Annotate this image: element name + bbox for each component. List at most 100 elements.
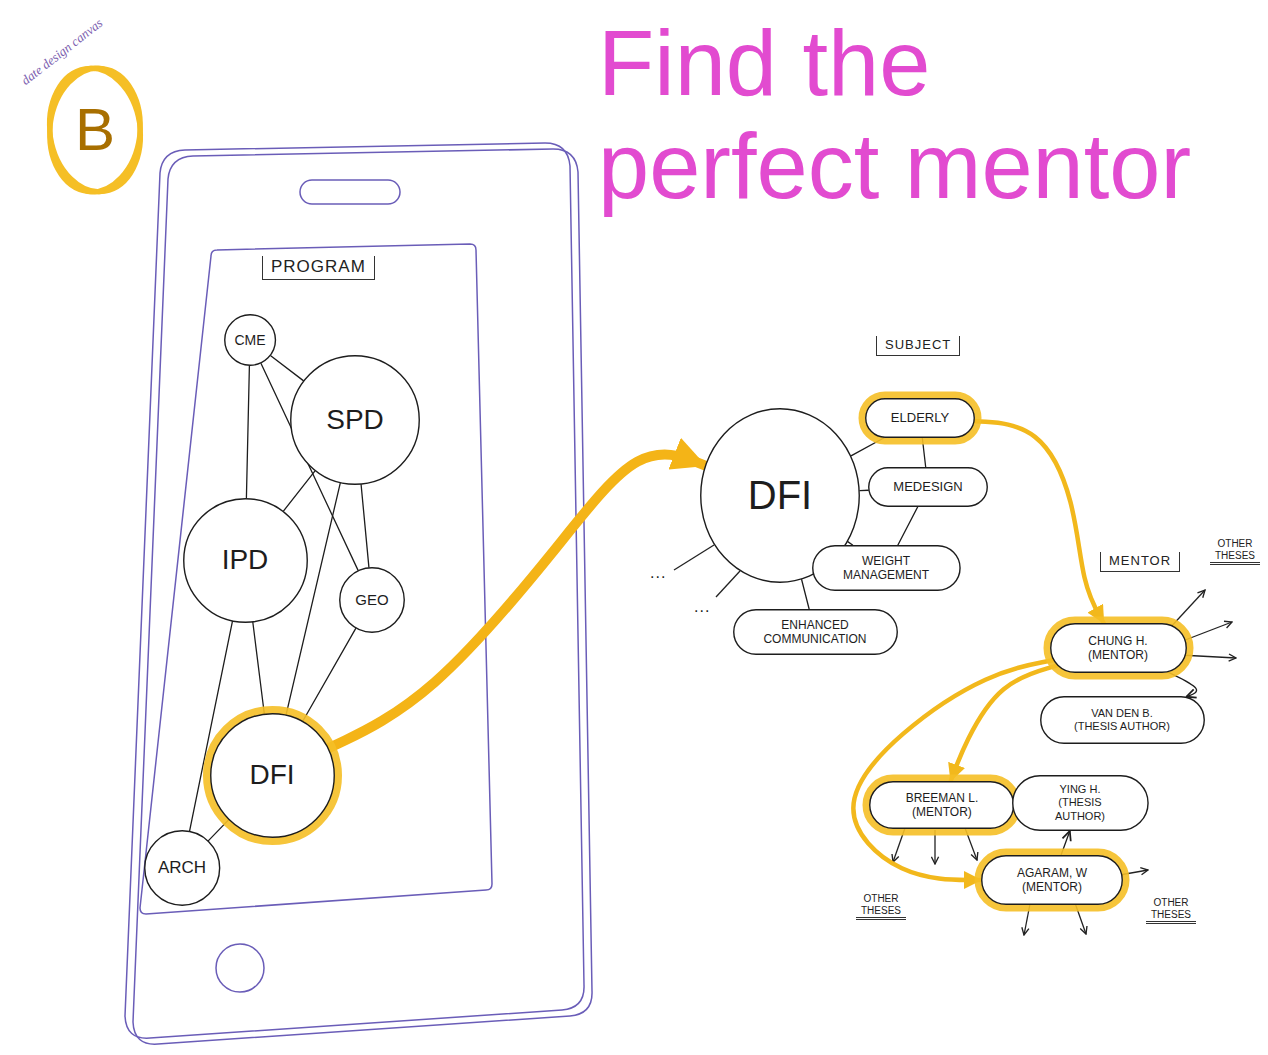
branch-line xyxy=(716,571,740,597)
node-label: YING H. (THESIS AUTHOR) xyxy=(1040,783,1120,823)
node-text: CME xyxy=(234,332,265,349)
program-circle: IPD xyxy=(183,498,308,623)
node-text: SPD xyxy=(326,403,384,437)
subject-pill: MEDESIGN xyxy=(868,467,988,507)
node-text: BREEMAN L. (MENTOR) xyxy=(894,791,989,820)
node-label: ARCH xyxy=(158,858,206,878)
program-circle: GEO xyxy=(339,567,405,633)
pill-outline xyxy=(1040,697,1204,744)
pill-outline xyxy=(1050,624,1186,673)
node-label: DFI xyxy=(249,758,294,792)
branch-line xyxy=(674,545,714,570)
highlight-ring xyxy=(1047,620,1190,676)
theses-note: OTHER THESES xyxy=(1210,538,1260,565)
section-label: SUBJECT xyxy=(876,336,960,356)
subject-pill: WEIGHT MANAGEMENT xyxy=(812,545,961,591)
subject-pill: ENHANCED COMMUNICATION xyxy=(733,609,898,655)
pill-outline xyxy=(733,610,897,655)
highlight-arrow xyxy=(328,455,704,749)
circle-outline xyxy=(225,315,276,366)
mentor-pill: CHUNG H. (MENTOR) xyxy=(1050,623,1187,673)
pill-outline xyxy=(1012,776,1147,831)
highlight-ring xyxy=(862,395,978,441)
section-label: PROGRAM xyxy=(262,256,375,280)
ellipsis-mark: ... xyxy=(650,563,666,582)
node-text: IPD xyxy=(222,543,269,577)
node-text: GEO xyxy=(355,591,388,609)
canvas-badge: B xyxy=(47,65,143,195)
connector xyxy=(253,622,264,713)
connector xyxy=(286,483,340,714)
ellipsis-mark: ... xyxy=(694,597,710,616)
connector xyxy=(271,356,304,381)
node-label: IPD xyxy=(222,543,269,577)
connector xyxy=(898,507,918,545)
program-circle: DFI xyxy=(210,713,335,838)
phone-speaker xyxy=(300,180,400,204)
connector xyxy=(361,485,369,567)
node-label: WEIGHT MANAGEMENT xyxy=(836,554,936,583)
circle-outline xyxy=(340,568,405,633)
node-text: ENHANCED COMMUNICATION xyxy=(758,618,873,647)
node-label: GEO xyxy=(355,591,388,609)
author-pill: VAN DEN B. (THESIS AUTHOR) xyxy=(1040,696,1205,744)
node-label: ELDERLY xyxy=(891,410,949,426)
phone-screen xyxy=(140,244,492,914)
circle-outline xyxy=(183,498,307,622)
theses-note: OTHER THESES xyxy=(1146,897,1196,924)
theses-note: OTHER THESES xyxy=(856,893,906,920)
pill-outline xyxy=(870,782,1014,829)
highlight-ring xyxy=(978,852,1126,908)
mentor-pill: AGARAM, W (MENTOR) xyxy=(981,855,1123,905)
page-title: Find the perfect mentor xyxy=(598,12,1223,218)
node-text: ARCH xyxy=(158,858,206,878)
scribble-ring xyxy=(41,62,149,199)
node-label: CME xyxy=(234,332,265,349)
connector xyxy=(246,366,249,498)
node-text: DFI xyxy=(748,471,812,519)
node-label: BREEMAN L. (MENTOR) xyxy=(894,791,989,820)
circle-outline xyxy=(210,713,334,837)
program-circle: SPD xyxy=(290,355,420,485)
circle-outline xyxy=(145,831,220,906)
phone-body-edge xyxy=(133,149,592,1044)
highlight-ring xyxy=(866,778,1017,832)
connector xyxy=(860,490,868,492)
node-label: AGARAM, W (MENTOR) xyxy=(1007,866,1097,895)
node-text: ELDERLY xyxy=(891,410,949,426)
node-label: DFI xyxy=(748,471,812,519)
node-label: B xyxy=(75,100,115,160)
node-text: WEIGHT MANAGEMENT xyxy=(836,554,936,583)
highlight-arrow xyxy=(975,421,1104,623)
pill-outline xyxy=(812,546,959,591)
pill-outline xyxy=(866,399,975,438)
node-text: YING H. (THESIS AUTHOR) xyxy=(1040,783,1120,823)
circle-outline xyxy=(291,356,420,485)
node-text: VAN DEN B. (THESIS AUTHOR) xyxy=(1071,707,1173,733)
node-label: CHUNG H. (MENTOR) xyxy=(1076,634,1161,663)
node-text: AGARAM, W (MENTOR) xyxy=(1007,866,1097,895)
node-label: MEDESIGN xyxy=(893,479,962,495)
pill-outline xyxy=(869,468,988,507)
node-text: DFI xyxy=(249,758,294,792)
program-circle: CME xyxy=(224,314,276,366)
mentor-pill: BREEMAN L. (MENTOR) xyxy=(869,781,1014,829)
program-circle: ARCH xyxy=(144,830,220,906)
pill-outline xyxy=(982,856,1123,905)
connector xyxy=(284,471,315,511)
scribble-ring xyxy=(43,63,147,197)
highlight-arrow xyxy=(853,660,1052,880)
node-text: MEDESIGN xyxy=(893,479,962,495)
connector xyxy=(303,629,356,721)
node-label: VAN DEN B. (THESIS AUTHOR) xyxy=(1071,707,1173,733)
node-text: B xyxy=(75,100,115,160)
node-text: CHUNG H. (MENTOR) xyxy=(1076,634,1161,663)
phone-home-button xyxy=(216,944,264,992)
subject-pill: ELDERLY xyxy=(865,398,975,438)
connector xyxy=(802,579,810,609)
author-pill: YING H. (THESIS AUTHOR) xyxy=(1012,775,1149,831)
section-label: MENTOR xyxy=(1100,552,1180,572)
node-label: ENHANCED COMMUNICATION xyxy=(758,618,873,647)
highlight-ring xyxy=(207,710,338,841)
connector xyxy=(848,542,853,545)
